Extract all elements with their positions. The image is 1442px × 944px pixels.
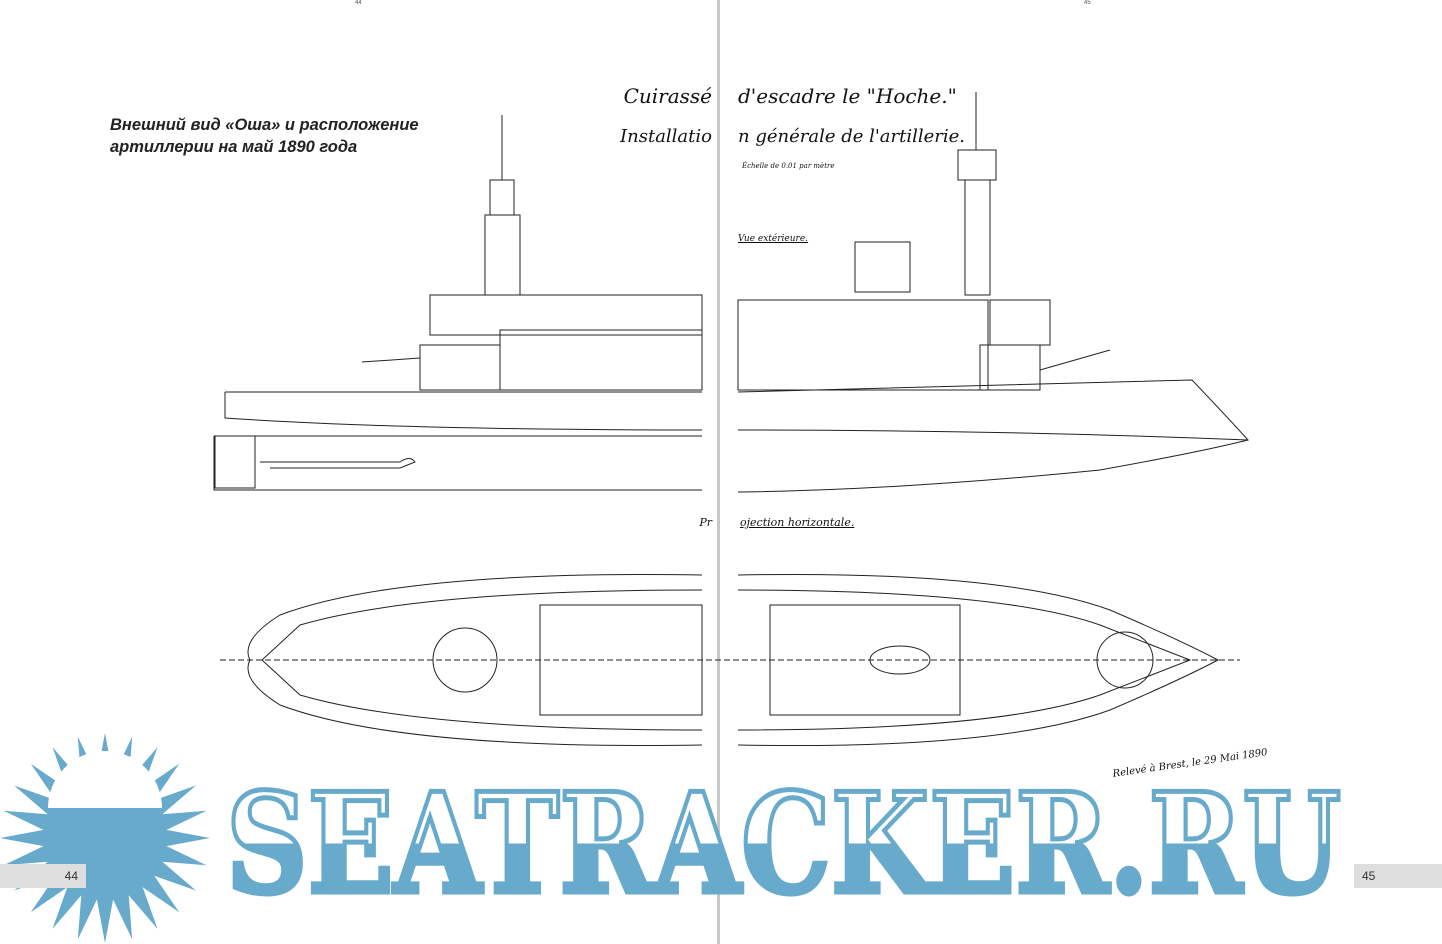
view-plan-label-left: Pr	[699, 516, 712, 529]
view-plan-label-right: ojection horizontale.	[740, 516, 855, 529]
watermark-text: SEATRACKER.RU	[226, 762, 1341, 925]
side-view-hull	[213, 379, 1249, 493]
page-number-left: 44	[0, 864, 86, 888]
page-gutter	[717, 0, 720, 944]
page-number-left-text: 44	[64, 869, 78, 883]
caption-heading: Внешний вид «Оша» и расположение артилле…	[110, 114, 419, 158]
scale-note: Échelle de 0.01 par mètre	[742, 162, 835, 170]
top-page-number-right: 45	[1084, 0, 1091, 6]
view-side-label: Vue extérieure.	[738, 234, 809, 244]
drawing-title-left: Cuirassé	[623, 84, 712, 108]
sun-half-disc	[48, 751, 162, 808]
plan-view-hull	[220, 573, 1240, 747]
page-number-right-text: 45	[1362, 869, 1376, 883]
drawing-title-right: d'escadre le "Hoche."	[738, 84, 957, 108]
drawing-subtitle-right: n générale de l'artillerie.	[738, 126, 966, 147]
sun-logo-icon	[0, 733, 210, 943]
drawing-subtitle-left: Installatio	[620, 126, 712, 147]
caption-line-1: Внешний вид «Оша» и расположение	[110, 116, 419, 134]
top-page-number-left: 44	[355, 0, 362, 6]
sun-rays	[0, 733, 210, 943]
page-number-right: 45	[1354, 864, 1442, 888]
side-view-superstructure	[361, 92, 1111, 391]
caption-line-2: артиллерии на май 1890 года	[110, 138, 358, 156]
